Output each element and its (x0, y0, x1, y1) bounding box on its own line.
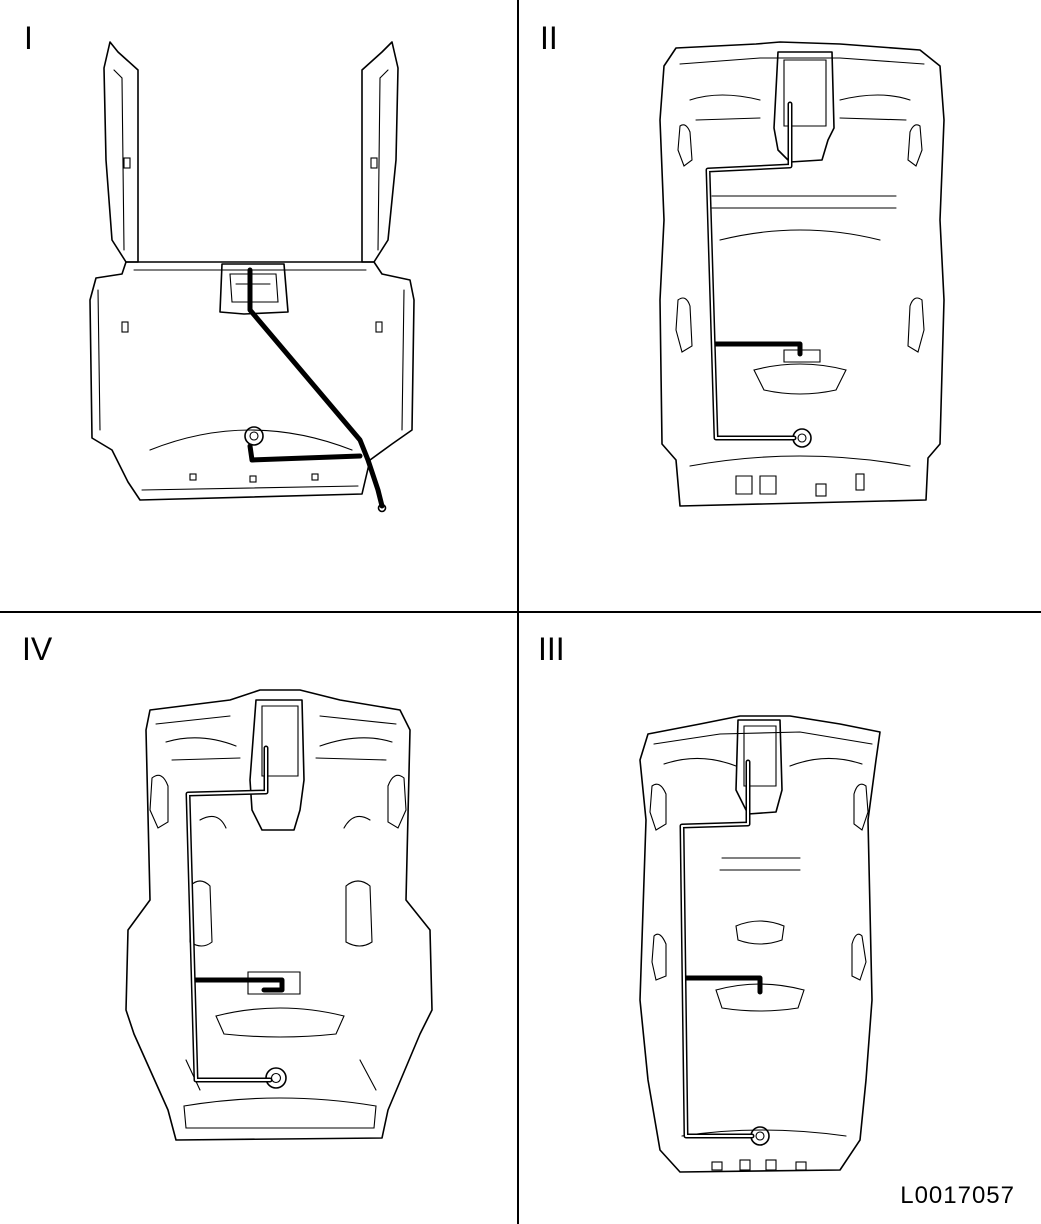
reference-code: L0017057 (900, 1182, 1015, 1209)
panel-label-2: II (540, 20, 558, 56)
horizontal-divider (0, 611, 1041, 613)
panel-label-1: I (24, 20, 33, 56)
panel-label-4: III (538, 631, 565, 667)
panel-label-3: IV (22, 631, 53, 667)
panel-4-headliner (125, 689, 433, 1141)
panel-2-headliner (659, 41, 945, 507)
panel-3-headliner (639, 715, 881, 1173)
panel-1-headliner (89, 41, 415, 513)
